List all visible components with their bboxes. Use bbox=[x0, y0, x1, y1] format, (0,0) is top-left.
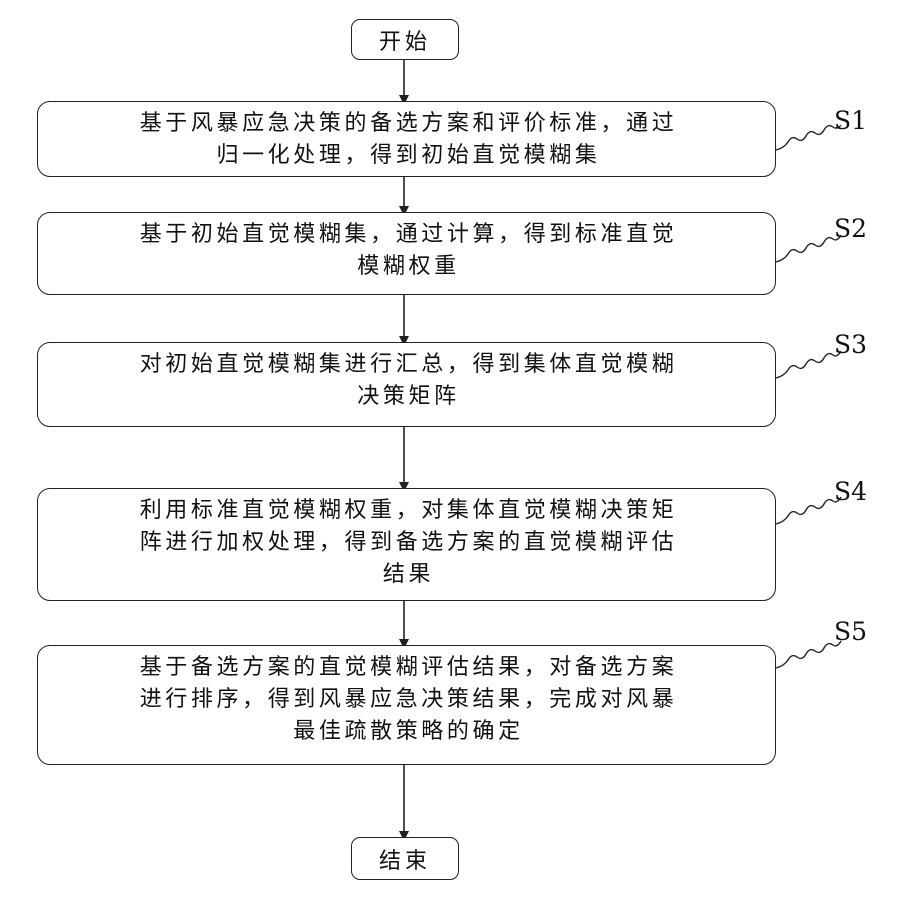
step-box-s2: 基于初始直觉模糊集，通过计算，得到标准直觉 模糊权重 bbox=[37, 212, 776, 295]
step-label-s3: S3 bbox=[834, 330, 867, 359]
leader-line-s2 bbox=[776, 235, 841, 262]
end-label: 结束 bbox=[379, 843, 431, 875]
step-label-s2: S2 bbox=[834, 214, 867, 243]
start-node: 开始 bbox=[351, 19, 459, 60]
leader-line-s3 bbox=[776, 351, 841, 378]
step-box-s4: 利用标准直觉模糊权重，对集体直觉模糊决策矩 阵进行加权处理，得到备选方案的直觉模… bbox=[37, 488, 776, 601]
step-box-s5: 基于备选方案的直觉模糊评估结果，对备选方案 进行排序，得到风暴应急决策结果，完成… bbox=[37, 645, 776, 765]
step-text-s5: 基于备选方案的直觉模糊评估结果，对备选方案 进行排序，得到风暴应急决策结果，完成… bbox=[60, 652, 757, 748]
leader-line-s4 bbox=[776, 497, 841, 524]
step-text-s4: 利用标准直觉模糊权重，对集体直觉模糊决策矩 阵进行加权处理，得到备选方案的直觉模… bbox=[60, 495, 757, 591]
start-label: 开始 bbox=[379, 24, 431, 56]
step-label-s5: S5 bbox=[834, 617, 867, 646]
end-node: 结束 bbox=[351, 837, 459, 880]
step-text-s2: 基于初始直觉模糊集，通过计算，得到标准直觉 模糊权重 bbox=[60, 219, 757, 283]
step-text-s1: 基于风暴应急决策的备选方案和评价标准，通过 归一化处理，得到初始直觉模糊集 bbox=[60, 108, 757, 172]
step-label-s1: S1 bbox=[834, 106, 867, 135]
step-box-s3: 对初始直觉模糊集进行汇总，得到集体直觉模糊 决策矩阵 bbox=[37, 342, 776, 427]
step-box-s1: 基于风暴应急决策的备选方案和评价标准，通过 归一化处理，得到初始直觉模糊集 bbox=[37, 101, 776, 177]
step-label-s4: S4 bbox=[834, 477, 867, 506]
leader-line-s1 bbox=[776, 125, 841, 150]
step-text-s3: 对初始直觉模糊集进行汇总，得到集体直觉模糊 决策矩阵 bbox=[60, 349, 757, 413]
leader-line-s5 bbox=[776, 641, 841, 668]
